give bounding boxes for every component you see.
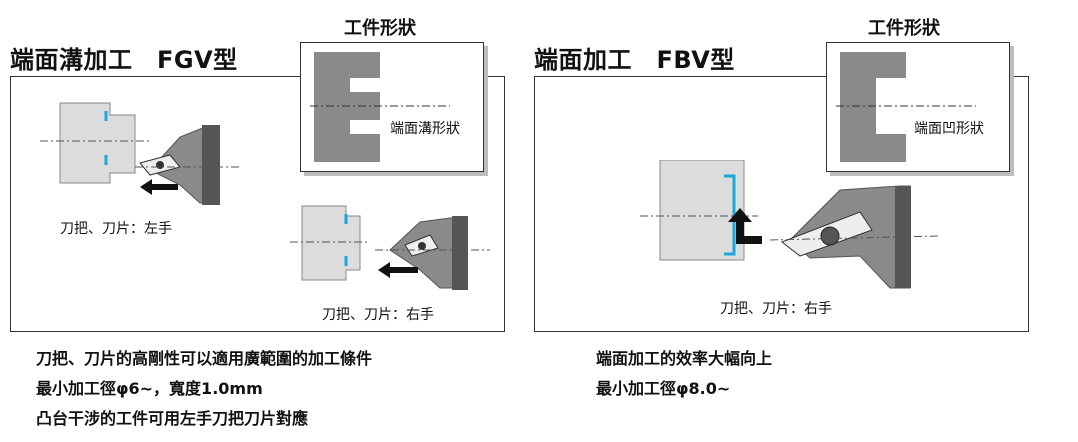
left-description: 刀把、刀片的高剛性可以適用廣範圍的加工條件 最小加工徑φ6~，寬度1.0mm 凸… bbox=[36, 344, 372, 434]
left-caption-left-hand: 刀把、刀片：左手 bbox=[60, 221, 172, 237]
left-shape-label: 工件形狀 bbox=[344, 18, 416, 39]
left-desc-line-2: 最小加工徑φ6~，寬度1.0mm bbox=[36, 379, 263, 398]
left-hand-tool-diagram bbox=[40, 102, 240, 205]
left-desc-line-1: 刀把、刀片的高剛性可以適用廣範圍的加工條件 bbox=[36, 349, 373, 368]
recess-shape-diagram bbox=[836, 52, 976, 162]
right-desc-line-1: 端面加工的效率大幅向上 bbox=[596, 349, 773, 368]
groove-shape-diagram bbox=[310, 52, 450, 162]
right-desc-line-2: 最小加工徑φ8.0~ bbox=[596, 379, 731, 398]
right-caption-right-hand: 刀把、刀片：右手 bbox=[720, 301, 832, 317]
left-caption-right-hand: 刀把、刀片：右手 bbox=[322, 307, 434, 323]
right-hand-tool-diagram-left bbox=[290, 205, 490, 290]
left-desc-line-3: 凸台干涉的工件可用左手刀把刀片對應 bbox=[36, 409, 309, 428]
right-inset-caption: 端面凹形狀 bbox=[914, 121, 984, 137]
right-title: 端面加工 FBV型 bbox=[534, 46, 735, 74]
right-shape-label: 工件形狀 bbox=[868, 18, 940, 39]
right-description: 端面加工的效率大幅向上 最小加工徑φ8.0~ bbox=[596, 344, 772, 404]
face-machining-diagram bbox=[640, 160, 940, 289]
left-title: 端面溝加工 FGV型 bbox=[10, 46, 238, 74]
left-inset-caption: 端面溝形狀 bbox=[390, 121, 460, 137]
